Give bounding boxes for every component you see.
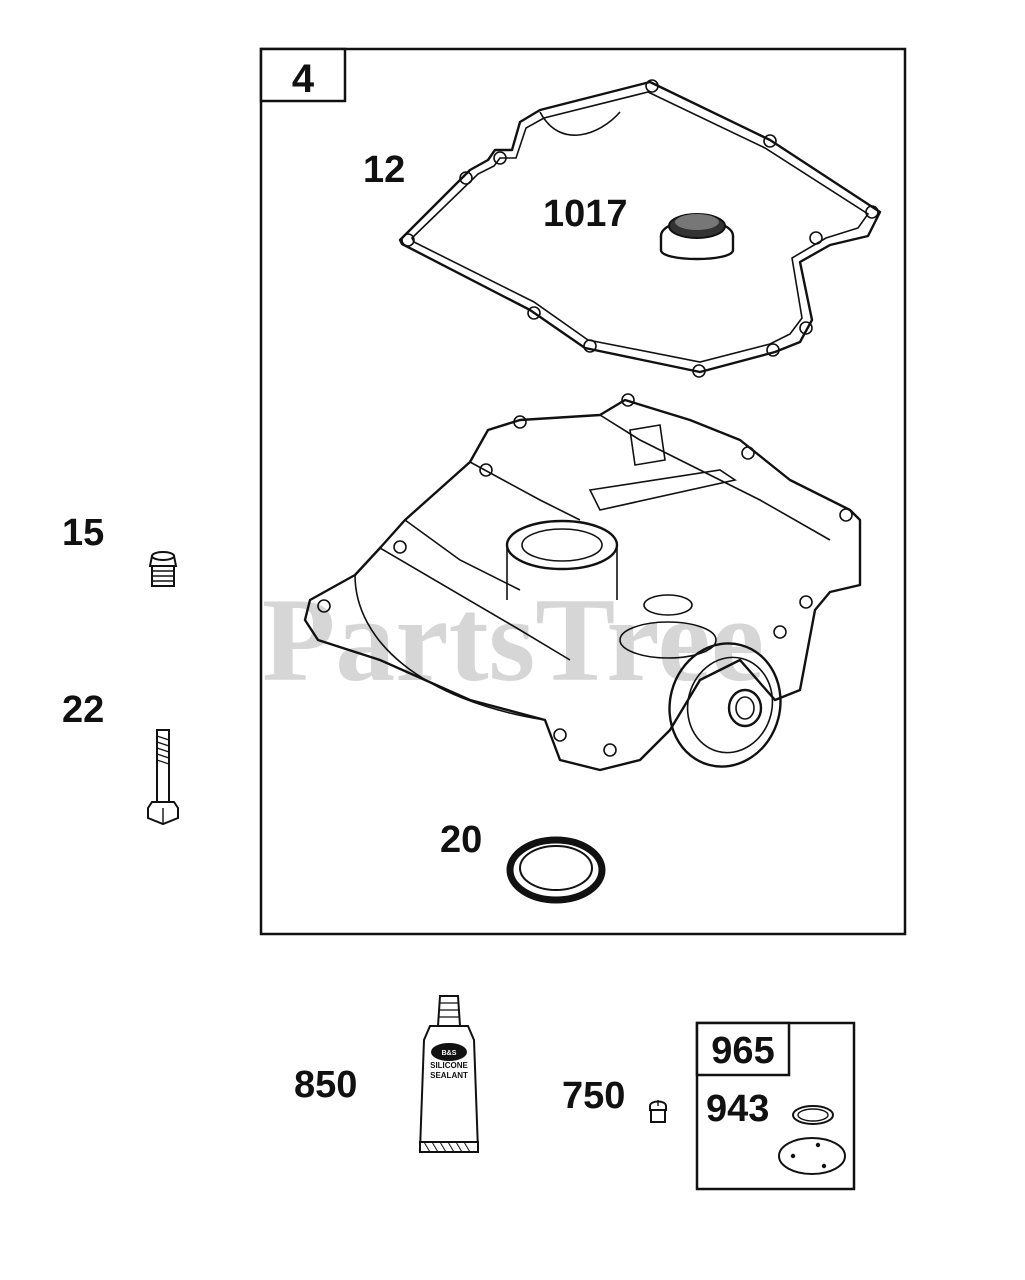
label-850: 850 (294, 1064, 357, 1106)
sealant-tube-part-850[interactable]: B&S SILICONE SEALANT (418, 995, 480, 1153)
label-750: 750 (562, 1075, 625, 1117)
tube-text-line1: SILICONE (430, 1061, 468, 1070)
label-943: 943 (706, 1088, 769, 1130)
assembly-label-box (259, 47, 347, 103)
label-1017: 1017 (543, 193, 628, 235)
tube-text-line2: SEALANT (430, 1071, 468, 1080)
screw-part-750[interactable] (649, 1100, 667, 1123)
crankcase-cover[interactable] (303, 393, 862, 779)
kit-label-box (695, 1021, 791, 1077)
watermark: PartsTree (262, 573, 764, 706)
cap-part-1017[interactable] (659, 213, 735, 261)
label-22: 22 (62, 689, 104, 731)
plug-part-15[interactable] (148, 551, 178, 587)
gasket-part-12[interactable] (398, 79, 882, 378)
assembly-frame (259, 47, 907, 936)
oring-cover-part-943[interactable] (778, 1105, 846, 1175)
kit-label: 965 (711, 1030, 774, 1072)
assembly-label: 4 (292, 57, 315, 101)
seal-part-20[interactable] (506, 836, 606, 904)
bolt-part-22[interactable] (147, 729, 179, 826)
label-20: 20 (440, 819, 482, 861)
svg-text:B&S: B&S (442, 1050, 457, 1057)
label-15: 15 (62, 512, 104, 554)
label-12: 12 (363, 149, 405, 191)
